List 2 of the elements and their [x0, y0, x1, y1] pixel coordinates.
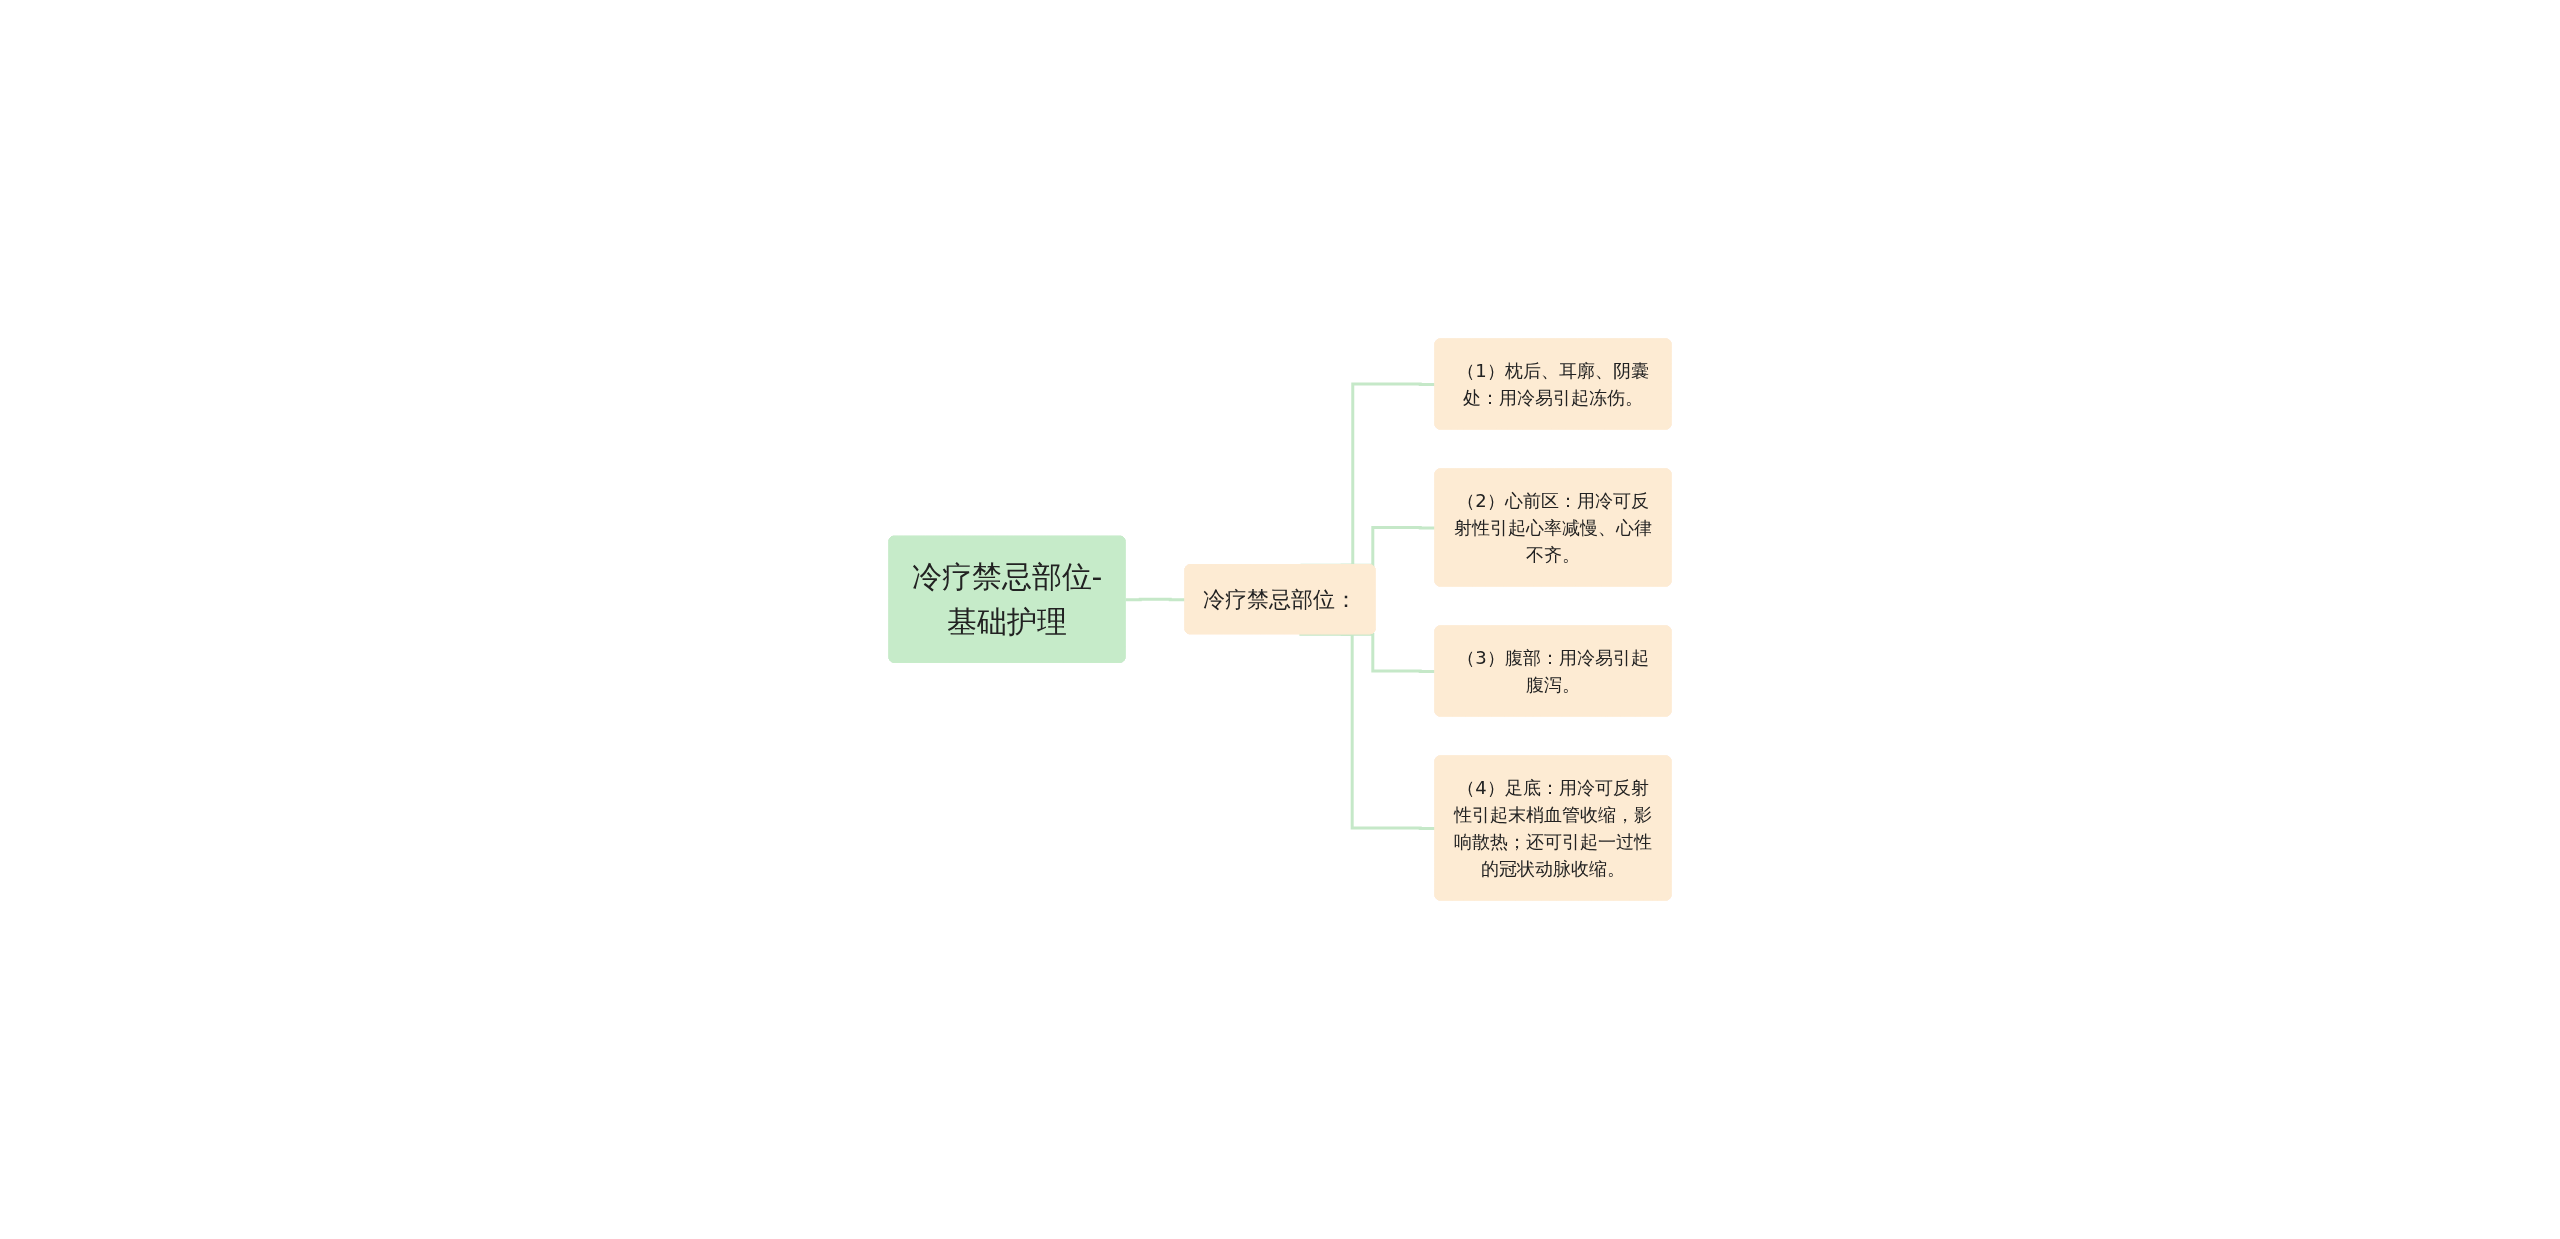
- connector: [1299, 632, 1436, 830]
- connector: [1125, 597, 1186, 602]
